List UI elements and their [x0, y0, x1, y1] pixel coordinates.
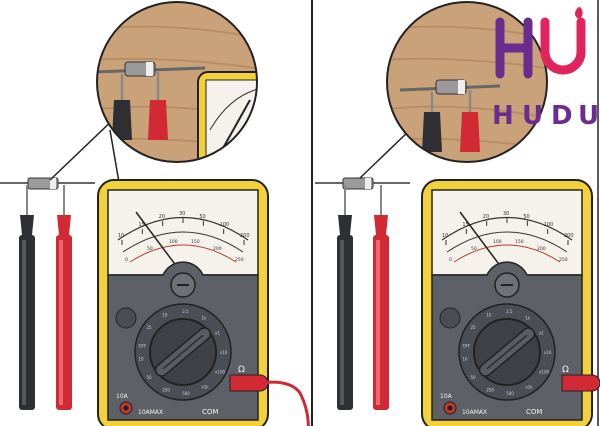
dial-label: x1	[215, 330, 220, 335]
dial-label: 250	[486, 387, 494, 392]
scale-label-mid: 100	[169, 239, 178, 245]
dial-label: x1k	[525, 384, 533, 389]
logo-letter-u2: U	[578, 101, 599, 131]
scale-label-top: 15	[138, 222, 144, 228]
dial-label: x10	[220, 350, 228, 355]
port-10a-hole	[447, 405, 453, 411]
logo-u-mark	[540, 17, 586, 75]
dial-label: 1k	[525, 316, 531, 321]
dial-label: 25	[470, 325, 476, 330]
scale-label-top: 15	[462, 222, 468, 228]
dial-label: 50	[146, 375, 152, 380]
dial-label: x1k	[201, 384, 209, 389]
scale-arc-top	[117, 217, 249, 241]
logo-letter-u: U	[522, 101, 543, 131]
left-callout-line	[49, 114, 119, 181]
dial-label: 10	[486, 313, 492, 318]
scale-label-top: 200	[564, 233, 574, 239]
flame-icon	[575, 7, 583, 19]
red-cable-plug	[229, 374, 269, 392]
dial-label: 1k	[201, 316, 207, 321]
scale-label-mid: 50	[471, 246, 477, 252]
scale-arc-top	[441, 217, 573, 241]
left-red-probe	[56, 185, 72, 410]
logo-letter-h: H	[492, 101, 514, 131]
scale-label-top: 50	[199, 214, 205, 220]
dial-label: 2.5	[182, 309, 189, 314]
right-zoom-circle	[386, 1, 548, 163]
dial-label: 10	[463, 356, 469, 361]
scale-label-top: 50	[523, 214, 529, 220]
side-button	[115, 307, 137, 329]
right-diode	[315, 177, 410, 190]
scale-label-top: 10	[118, 233, 124, 239]
scale-label-top: 200	[240, 233, 250, 239]
scale-label-mid: 200	[213, 246, 222, 252]
port-10amax-label: 10AMAX	[138, 409, 163, 416]
scale-label-mid: 200	[537, 246, 546, 252]
scale-label-top: 30	[179, 211, 185, 217]
red-cable-plug	[561, 374, 600, 392]
right-callout-line	[359, 129, 411, 179]
hudu-logo: H U D U	[492, 7, 599, 131]
scale-label-mid: 0	[449, 257, 452, 263]
scale-label-mid: 100	[493, 239, 502, 245]
port-ohm-label: Ω	[238, 365, 245, 375]
dial-pointer-line	[486, 334, 528, 370]
scale-arc-mid	[446, 231, 568, 253]
port-com-label: COM	[202, 408, 218, 416]
port-10a-hole	[123, 405, 129, 411]
port-10a-label: 10A	[440, 393, 453, 400]
scale-label-top: 20	[483, 214, 489, 220]
dial-label: x10	[544, 350, 552, 355]
scale-label-mid: 250	[235, 257, 244, 263]
dial-label: OFF	[139, 344, 147, 349]
dial-label: 2.5	[506, 309, 513, 314]
scale-arc-red	[453, 244, 561, 263]
dial-label: 500	[182, 391, 190, 396]
left-zoom-circle	[96, 1, 258, 163]
scale-label-top: 100	[544, 222, 554, 228]
dial-pointer-line	[162, 334, 204, 370]
port-10a-label: 10A	[116, 393, 129, 400]
dial-label: x1	[539, 330, 544, 335]
port-ohm-label: Ω	[562, 365, 569, 375]
scale-label-mid: 150	[191, 239, 200, 245]
scale-label-mid: 0	[125, 257, 128, 263]
logo-h-mark	[495, 17, 533, 79]
dial-label: 500	[506, 391, 514, 396]
dial-label: 50	[470, 375, 476, 380]
dial-label: 25	[146, 325, 152, 330]
scale-label-top: 10	[442, 233, 448, 239]
scale-label-top: 20	[159, 214, 165, 220]
dial-label: x100	[539, 370, 549, 375]
dial-label: 250	[162, 387, 170, 392]
dial-label: 10	[162, 313, 168, 318]
left-diode	[0, 177, 95, 190]
right-black-probe	[337, 185, 353, 410]
port-com-label: COM	[526, 408, 542, 416]
scale-arc-red	[129, 244, 237, 263]
side-button	[439, 307, 461, 329]
scale-label-top: 30	[503, 211, 509, 217]
scale-label-mid: 150	[515, 239, 524, 245]
scale-label-mid: 250	[559, 257, 568, 263]
scale-label-top: 100	[220, 222, 230, 228]
red-cable	[259, 380, 310, 426]
scale-label-mid: 50	[147, 246, 153, 252]
right-red-probe	[373, 185, 389, 410]
dial-label: 10	[139, 356, 145, 361]
port-10amax-label: 10AMAX	[462, 409, 487, 416]
scale-arc-mid	[122, 231, 244, 253]
left-black-probe	[19, 185, 35, 410]
dial-label: x100	[215, 370, 225, 375]
logo-letter-d: D	[551, 101, 573, 131]
dial-label: OFF	[463, 344, 471, 349]
